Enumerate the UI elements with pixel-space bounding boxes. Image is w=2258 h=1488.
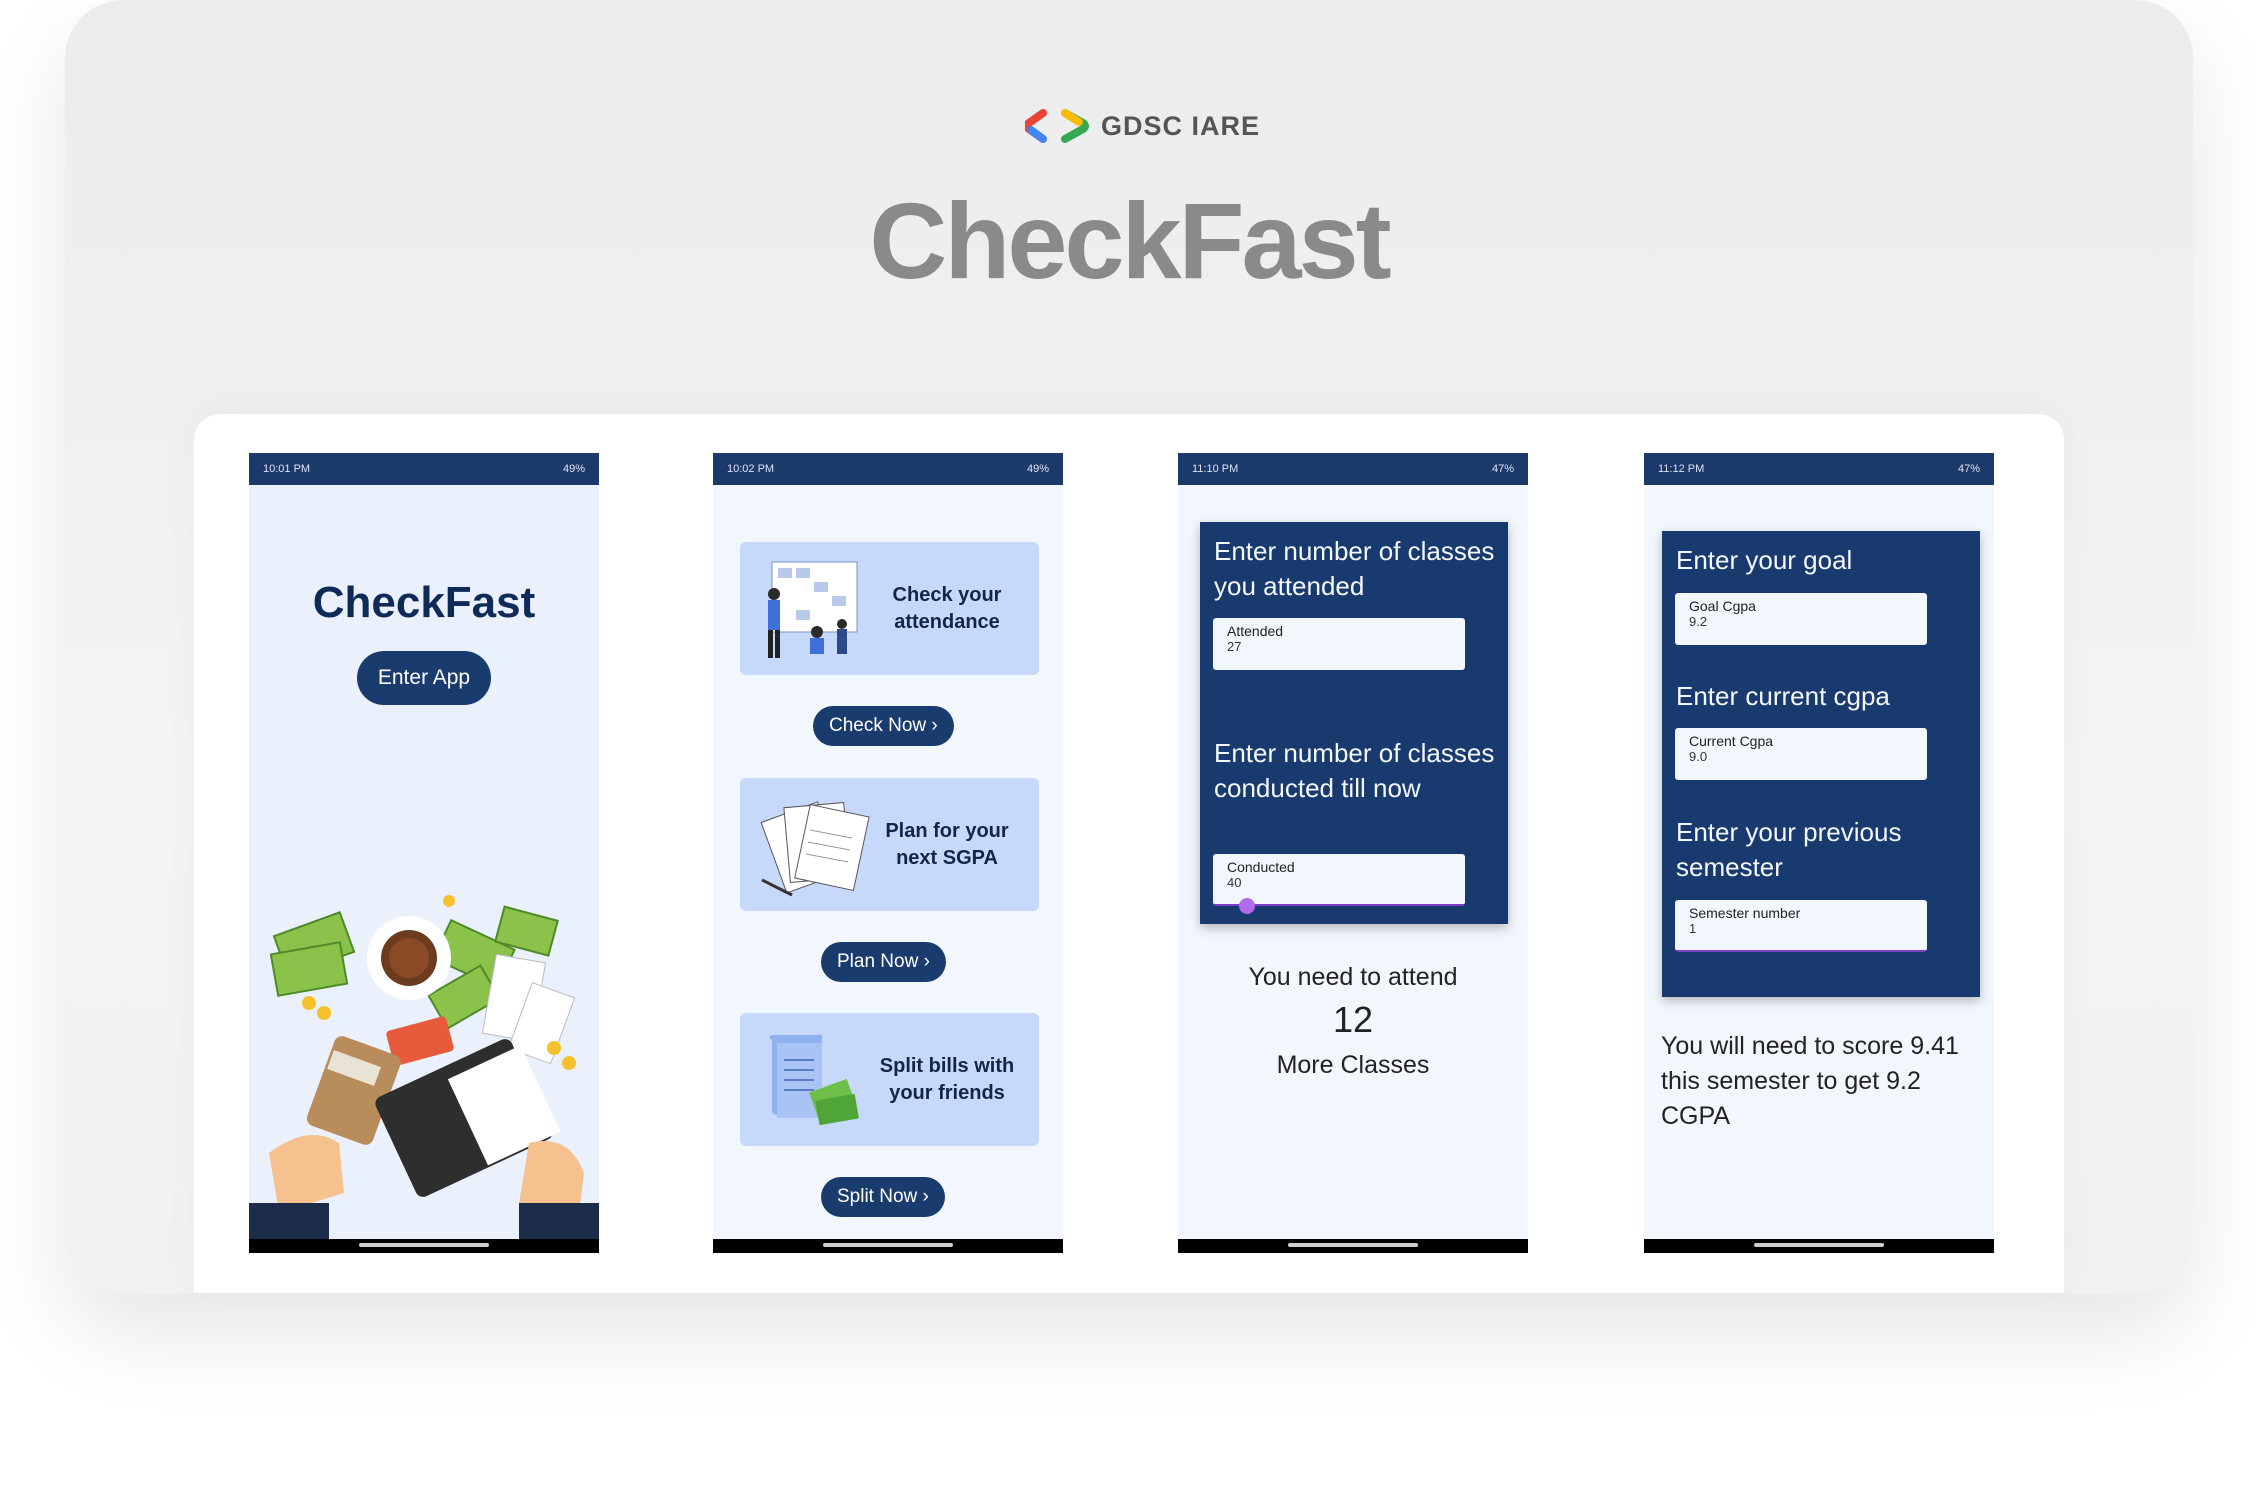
brand-name: GDSC IARE [1101,110,1261,141]
status-bar: 11:12 PM 47% [1644,453,1994,485]
check-now-button[interactable]: Check Now › [813,706,954,746]
system-nav-bar [1178,1239,1528,1253]
status-bar: 10:01 PM 49% [249,453,599,485]
enter-app-button[interactable]: Enter App [357,651,491,705]
finance-desk-illustration [249,895,599,1239]
status-battery: 49% [1026,463,1049,475]
cgpa-form-card: Enter your goal Goal Cgpa 9.2 Enter curr… [1662,531,1980,997]
current-prompt: Enter current cgpa [1676,681,1890,711]
result-number: 12 [1332,999,1374,1040]
conducted-field[interactable]: Conducted 40 [1213,854,1465,914]
status-bar: 10:02 PM 49% [713,453,1063,485]
brand-header: GDSC IARE [1025,108,1260,144]
hero-title: CheckFast [869,180,1391,301]
status-battery: 47% [1491,463,1514,475]
semester-field[interactable]: Semester number 1 [1675,900,1927,952]
feature-text: Plan for your next SGPA [885,819,1009,869]
phone-screen-attendance: 11:10 PM 47% Enter number of classes you… [1178,453,1528,1253]
system-nav-bar [1644,1239,1994,1253]
text-cursor-handle[interactable] [1239,898,1255,914]
attendance-form-card: Enter number of classes you attended Att… [1200,522,1508,924]
feature-card-split[interactable]: Split bills with your friends [740,1013,1039,1146]
system-nav-bar [713,1239,1063,1253]
plan-now-button[interactable]: Plan Now › [821,942,946,982]
status-battery: 47% [1957,463,1980,475]
documents-illustration [760,801,870,897]
status-bar: 11:10 PM 47% [1178,453,1528,485]
goal-field-value: 9.2 [1689,614,1708,629]
system-nav-bar [249,1239,599,1253]
app-title: CheckFast [312,578,536,627]
attended-field[interactable]: Attended 27 [1213,618,1465,670]
feature-text: Check your attendance [892,583,1002,633]
status-time: 10:01 PM [263,463,311,475]
phone-screen-home: 10:02 PM 49% Check your attendance Check… [713,453,1063,1253]
feature-card-sgpa[interactable]: Plan for your next SGPA [740,778,1039,911]
status-time: 11:10 PM [1192,463,1239,475]
goal-field[interactable]: Goal Cgpa 9.2 [1675,593,1927,645]
semester-field-label: Semester number [1689,905,1801,921]
phone-screen-splash: 10:01 PM 49% CheckFast Enter App [249,453,599,1253]
status-battery: 49% [562,463,585,475]
status-time: 11:12 PM [1658,463,1705,475]
result-line-1: You need to attend [1248,963,1458,991]
cgpa-result: You will need to score 9.41 this semeste… [1661,1032,1959,1130]
attended-field-label: Attended [1227,623,1284,639]
conducted-field-label: Conducted [1227,859,1295,875]
current-field-label: Current Cgpa [1689,733,1774,749]
attended-field-value: 27 [1227,639,1242,654]
goal-prompt: Enter your goal [1676,545,1853,575]
semester-prompt: Enter your previous semester [1676,817,1902,883]
feature-text: Split bills with your friends [879,1054,1015,1104]
phone-screen-cgpa: 11:12 PM 47% Enter your goal Goal Cgpa 9… [1644,453,1994,1253]
conducted-prompt: Enter number of classes conducted till n… [1214,738,1495,804]
feature-card-attendance[interactable]: Check your attendance [740,542,1039,675]
semester-field-value: 1 [1689,921,1697,936]
split-now-button[interactable]: Split Now › [821,1177,945,1217]
conducted-field-value: 40 [1227,875,1242,890]
result-line-2: More Classes [1276,1051,1430,1079]
goal-field-label: Goal Cgpa [1689,598,1756,614]
status-time: 10:02 PM [727,463,775,475]
current-field-value: 9.0 [1689,749,1708,764]
bill-illustration [769,1035,859,1126]
gdsc-logo-icon [1025,109,1089,143]
current-field[interactable]: Current Cgpa 9.0 [1675,728,1927,780]
attendance-illustration [768,561,858,658]
attended-prompt: Enter number of classes you attended [1214,536,1495,602]
